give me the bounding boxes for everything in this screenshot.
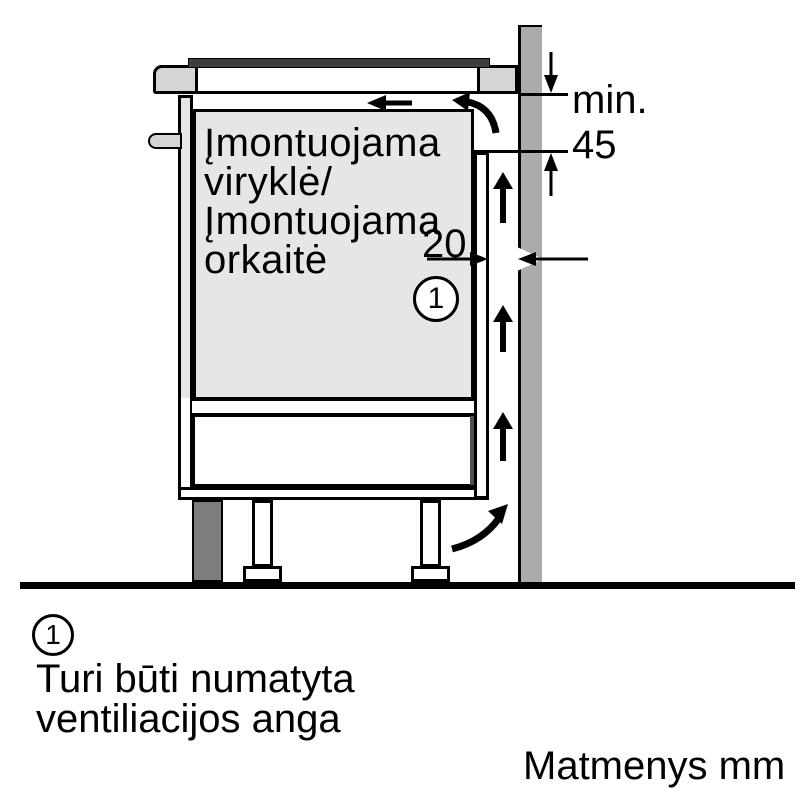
oven-body: [193, 109, 474, 400]
worktop-front-edge: [153, 65, 198, 94]
floor-line: [20, 582, 795, 589]
units-note: Matmenys mm: [523, 744, 786, 788]
base-drawer-box: [192, 414, 478, 487]
dimension-min-value: 45: [572, 123, 617, 167]
dimension-min-label: min.: [572, 78, 648, 122]
airflow-arrow-middle: [493, 305, 513, 352]
cabinet-leg-left: [252, 500, 273, 567]
oven-door-panel: [178, 95, 193, 500]
worktop-back-edge: [477, 65, 518, 94]
cabinet-leg-right: [420, 500, 441, 567]
airflow-arrow-bottom-head: [493, 412, 513, 429]
cabinet-rear-side-board: [474, 152, 489, 499]
hob-glass-top: [188, 58, 490, 68]
cabinet-foot-right: [411, 566, 450, 582]
wall-section: [518, 25, 542, 582]
airflow-arrow-bottom: [493, 412, 513, 461]
airflow-arrow-middle-head: [493, 305, 513, 322]
callout-1-marker: 1: [413, 276, 459, 322]
cabinet-bottom-board: [178, 487, 489, 500]
dim-min45-arrow-up-head: [544, 153, 558, 171]
oven-door-handle: [148, 133, 182, 149]
airflow-curve-bottom-head: [488, 504, 508, 524]
footnote-callout-marker: 1: [32, 614, 74, 656]
footnote-text: Turi būti numatyta ventiliacijos anga: [36, 657, 355, 741]
appliance-label: Įmontuojama viryklė/ Įmontuojama orkaitė: [204, 121, 441, 282]
callout-1-number: 1: [427, 282, 445, 315]
cabinet-foot-left: [243, 566, 282, 582]
airflow-curve-bottom-stroke: [451, 515, 502, 553]
airflow-arrow-top-head: [493, 172, 513, 189]
worktop-band: [153, 65, 518, 94]
dim-min45-arrow-down-head: [544, 75, 558, 93]
footnote-callout-number: 1: [45, 619, 61, 650]
plinth-panel: [192, 500, 223, 582]
airflow-arrow-top: [493, 172, 513, 223]
oven-door-upper: [181, 98, 190, 398]
airflow-curve-bottom: [451, 504, 508, 553]
dimension-gap-value: 20: [422, 222, 467, 266]
